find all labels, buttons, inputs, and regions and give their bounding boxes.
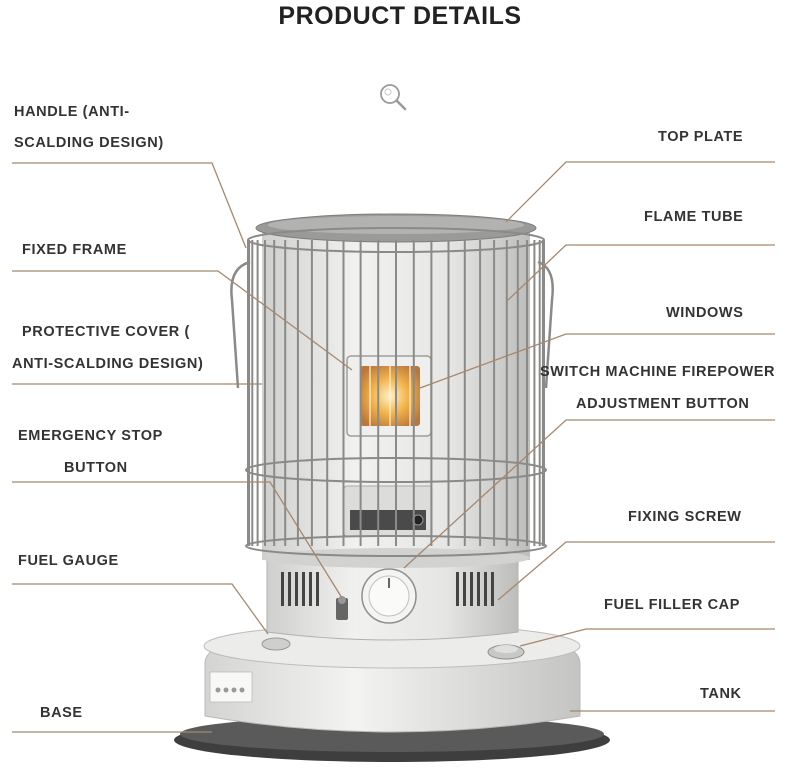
- label-top-plate: TOP PLATE: [658, 129, 744, 145]
- label-fuel-gauge: FUEL GAUGE: [18, 553, 119, 569]
- label-fixing-screw: FIXING SCREW: [628, 509, 742, 525]
- info-sticker: [209, 671, 253, 703]
- label-switch-line1: SWITCH MACHINE FIREPOWER: [540, 364, 776, 380]
- magnifier-icon[interactable]: [376, 80, 410, 114]
- right-vents: [456, 572, 494, 606]
- emergency-stop-lever: [336, 598, 348, 620]
- page-title: PRODUCT DETAILS: [278, 2, 522, 30]
- label-base: BASE: [40, 705, 83, 721]
- label-handle-line2: SCALDING DESIGN): [14, 135, 164, 151]
- label-fuel-filler-cap: FUEL FILLER CAP: [604, 597, 741, 613]
- label-emergency-line1: EMERGENCY STOP: [18, 428, 163, 444]
- label-windows: WINDOWS: [666, 305, 744, 321]
- right-handle: [537, 260, 554, 389]
- label-fixed-frame: FIXED FRAME: [22, 242, 127, 258]
- leader-lines: [12, 161, 775, 733]
- label-tank: TANK: [700, 686, 742, 702]
- label-protective-line2: ANTI-SCALDING DESIGN): [12, 356, 204, 372]
- protective-cage: [247, 240, 545, 546]
- label-flame-tube: FLAME TUBE: [644, 209, 744, 225]
- left-handle: [230, 260, 251, 389]
- label-protective-line1: PROTECTIVE COVER (: [22, 324, 190, 340]
- label-emergency-line2: BUTTON: [64, 460, 128, 476]
- label-switch-line2: ADJUSTMENT BUTTON: [576, 396, 750, 412]
- fuel-gauge-knob: [261, 637, 291, 651]
- left-vents: [281, 572, 319, 606]
- label-handle-line1: HANDLE (ANTI-: [14, 104, 130, 120]
